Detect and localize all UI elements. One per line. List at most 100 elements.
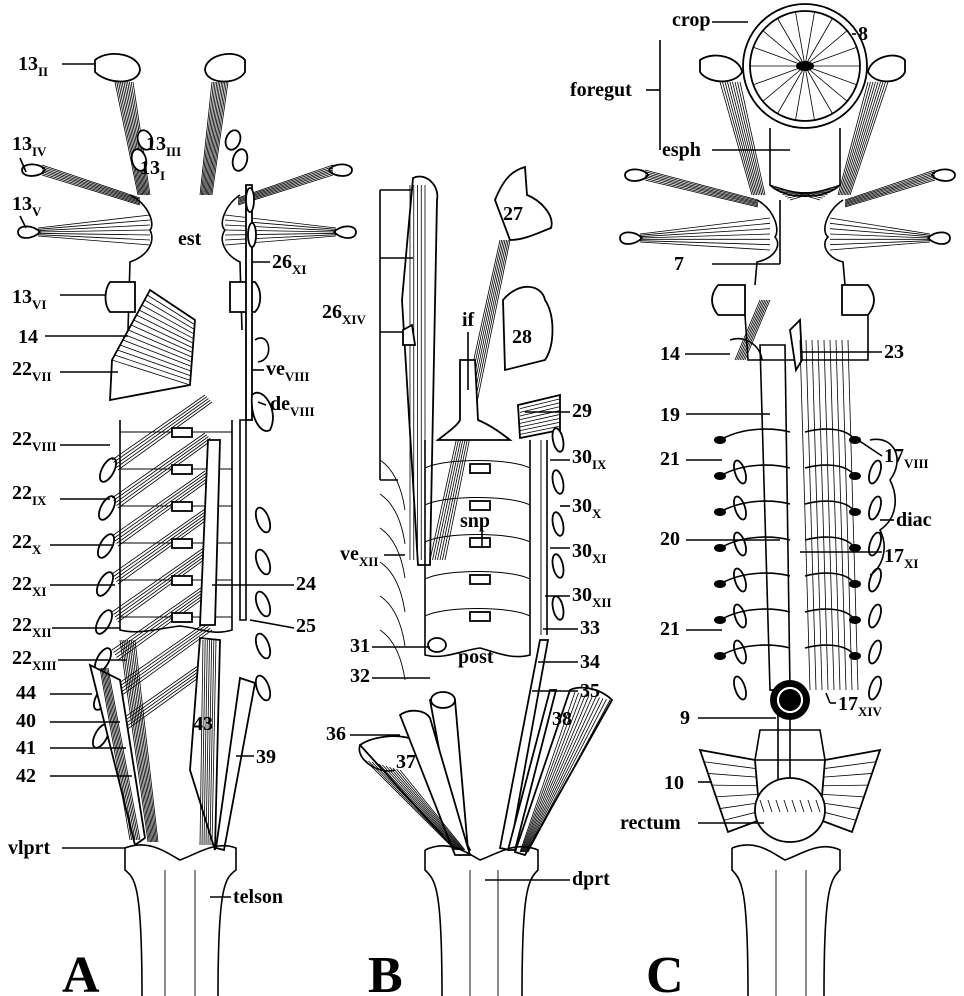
label-23: 23 [884, 341, 904, 363]
label-32: 32 [350, 665, 370, 687]
apodeme-tip [714, 472, 726, 480]
label-44: 44 [16, 682, 36, 704]
label-text: 26XIV [322, 301, 366, 327]
muscle-13-v-right [225, 215, 336, 245]
leg-cap-right [551, 553, 566, 579]
fiber [118, 440, 212, 508]
leg-cap-right [551, 427, 566, 453]
apodeme-tip [714, 544, 726, 552]
label-text: 27 [503, 203, 523, 225]
label-17-xi: 17XI [884, 545, 918, 571]
fiber [640, 218, 770, 234]
label-text: 44 [16, 682, 36, 704]
apodeme-tip [714, 436, 726, 444]
muscle-13-iv-left [42, 165, 140, 205]
label-main: 24 [296, 573, 316, 595]
label-text: 30X [572, 495, 602, 521]
fiber [115, 513, 209, 580]
label-20: 20 [660, 528, 680, 550]
leg-cap-right-c [867, 675, 884, 701]
ventral-nerve-c [760, 345, 790, 690]
fiber [42, 165, 140, 198]
label-40: 40 [16, 710, 36, 732]
fiber [720, 82, 752, 195]
muscle-24-right [240, 420, 246, 620]
apodeme-tip [714, 580, 726, 588]
label-text: 39 [256, 746, 276, 768]
label-text: 17XI [884, 545, 918, 571]
rectum [755, 778, 825, 842]
label-text: 17VIII [884, 445, 929, 471]
label-subscript: VIII [904, 456, 929, 471]
fiber [38, 230, 150, 232]
fiber [115, 589, 209, 656]
leg-cap-right-c [867, 639, 884, 665]
label-7: 7 [674, 253, 684, 275]
sternal-knob [470, 575, 490, 584]
leg-cap-right-c [867, 495, 884, 521]
label-main: est [178, 228, 202, 250]
label-17-viii: 17VIII [884, 445, 929, 471]
label-subscript: V [32, 204, 42, 219]
fiber [823, 785, 868, 786]
fiber [208, 82, 223, 195]
label-text: est [178, 228, 202, 250]
apodeme-13-vi-left [106, 282, 136, 312]
label-text: 25 [296, 615, 316, 637]
fiber [645, 175, 758, 204]
label-main: vlprt [8, 837, 51, 859]
label-42: 42 [16, 765, 36, 787]
fiber [42, 172, 140, 203]
arc-17-left [720, 645, 790, 656]
apodeme-13-v-left [18, 226, 40, 238]
sternal-knob [172, 613, 192, 622]
sternal-knob [172, 502, 192, 511]
muscle-22-series [112, 433, 212, 508]
sternal-knob [172, 539, 192, 548]
fiber [640, 229, 770, 237]
label-main: 44 [16, 682, 36, 704]
label-vlprt: vlprt [8, 837, 51, 859]
fiber [645, 178, 758, 206]
fiber [117, 400, 211, 467]
fiber [845, 180, 935, 207]
label-text: 13II [18, 53, 48, 79]
label-text: 35 [580, 680, 600, 702]
label-main: 34 [580, 651, 600, 673]
label-subscript: III [166, 144, 181, 159]
label-text: 22VIII [12, 428, 57, 454]
label-subscript: VIII [290, 404, 315, 419]
apodeme-13-vi-right-c [842, 285, 874, 315]
label-22-vii: 22VII [12, 358, 52, 384]
label-main: esph [662, 139, 701, 161]
label-ve-xii: veXII [340, 543, 378, 569]
leader-line [250, 620, 294, 628]
label-text: 8 [858, 23, 868, 45]
label-37: 37 [396, 751, 416, 773]
fiber [830, 234, 930, 238]
label-main: 43 [193, 713, 213, 735]
apodeme-tip [714, 508, 726, 516]
label-8: 8 [858, 23, 868, 45]
label-text: diac [896, 509, 932, 531]
fiber [830, 340, 840, 690]
label-30-ix: 30IX [572, 446, 607, 472]
fiber [845, 177, 935, 205]
label-text: 13III [146, 133, 181, 159]
label-text: 21 [660, 448, 680, 470]
fiber [225, 230, 336, 232]
label-27: 27 [503, 203, 523, 225]
fiber [836, 340, 846, 690]
leg-cap-left [95, 532, 118, 561]
label-subscript: XIII [32, 658, 57, 673]
fiber [115, 82, 138, 195]
label-38: 38 [552, 708, 572, 730]
apodeme-tip [849, 472, 861, 480]
label-subscript: XI [32, 584, 46, 599]
label-main: 30 [572, 584, 592, 606]
label-subscript: IV [32, 144, 47, 159]
sternal-knob [172, 428, 192, 437]
label-main: 13 [12, 286, 32, 308]
label-26-xi: 26XI [272, 251, 306, 277]
label-30-x: 30X [572, 495, 602, 521]
